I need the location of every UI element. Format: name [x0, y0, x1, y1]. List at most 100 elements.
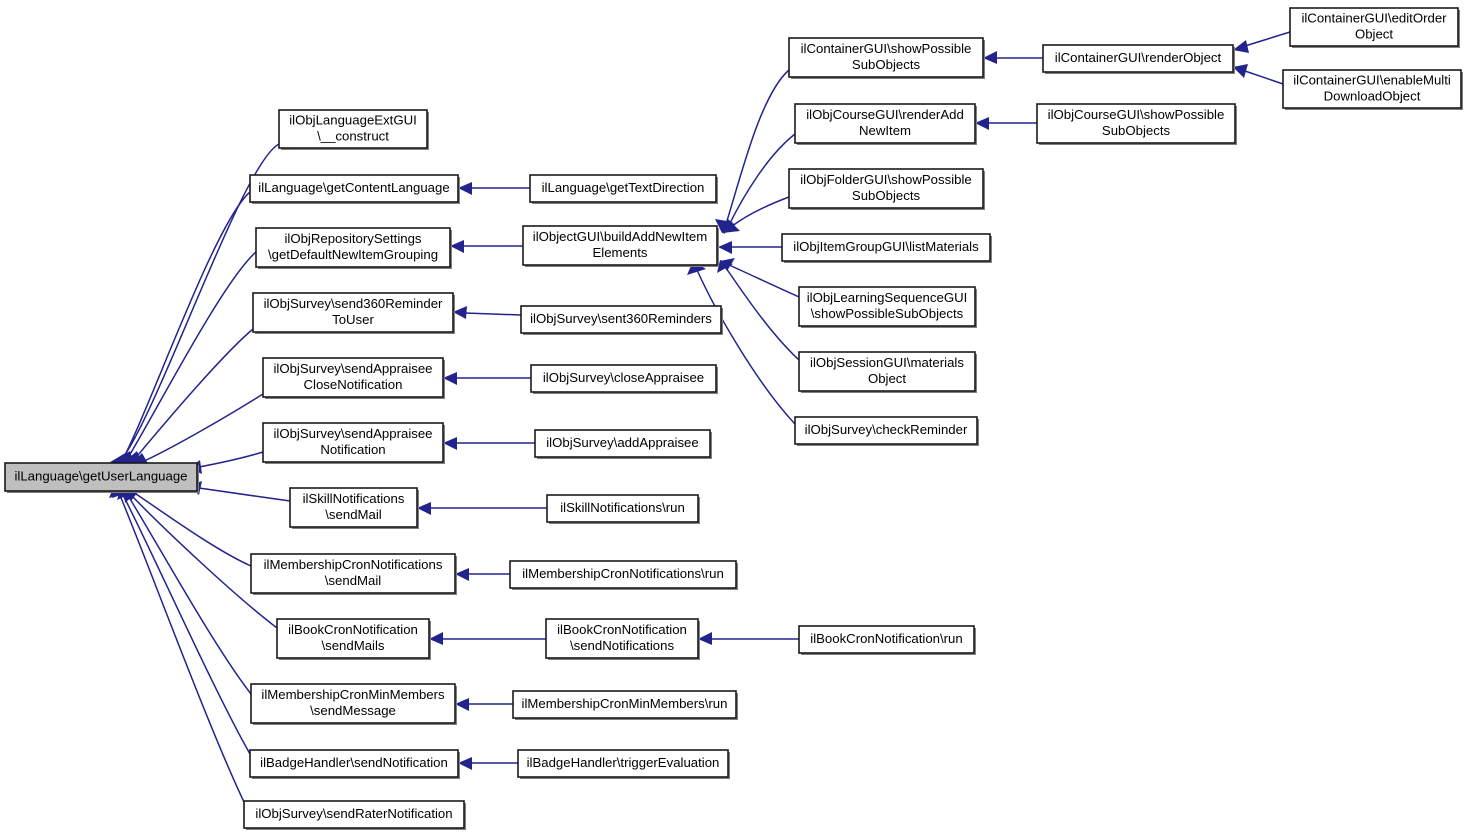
node-box[interactable]: [788, 168, 984, 209]
node-box[interactable]: [249, 174, 459, 203]
node-label: ilSkillNotifications\run: [560, 500, 685, 515]
arrow-head-icon: [1233, 64, 1248, 78]
edge-badgeTriggerEvaluation-to-badgeSendNotification: [458, 757, 518, 770]
node-label: ilObjectGUI\buildAddNewItem: [533, 229, 707, 244]
node-box[interactable]: [781, 233, 991, 262]
node-box[interactable]: [788, 37, 984, 78]
edge-closeAppraisee-to-sendAppraiseeCloseNotification: [443, 372, 531, 385]
node-membershipCronMinMembersSendMessage[interactable]: ilMembershipCronMinMembers\sendMessage: [250, 683, 457, 725]
node-box[interactable]: [798, 286, 976, 327]
node-membershipCronMinMembersRun[interactable]: ilMembershipCronMinMembers\run: [512, 690, 738, 720]
node-box[interactable]: [4, 462, 198, 492]
edge-getTextDirection-to-getContentLanguage: [458, 182, 530, 195]
edge-sendRaterNotification-to-getUserLanguage: [109, 486, 245, 803]
node-box[interactable]: [545, 618, 699, 659]
node-label: ilBookCronNotification: [288, 622, 418, 637]
node-box[interactable]: [1289, 7, 1459, 47]
node-box[interactable]: [276, 618, 430, 659]
node-containerShowPossibleSubObjects[interactable]: ilContainerGUI\showPossibleSubObjects: [788, 37, 985, 79]
node-getUserLanguage[interactable]: ilLanguage\getUserLanguage: [4, 462, 199, 493]
node-label: \showPossibleSubObjects: [811, 306, 964, 321]
edge-membershipCronMinMembersRun-to-membershipCronMinMembersSendMessage: [455, 698, 513, 711]
node-box[interactable]: [794, 103, 976, 144]
node-sendAppraiseeCloseNotification[interactable]: ilObjSurvey\sendAppraiseeCloseNotificati…: [262, 357, 445, 399]
node-box[interactable]: [262, 357, 444, 398]
node-box[interactable]: [1036, 103, 1236, 144]
node-label: ilContainerGUI\enableMulti: [1293, 72, 1451, 87]
node-surveyCheckReminder[interactable]: ilObjSurvey\checkReminder: [794, 416, 979, 446]
node-box[interactable]: [534, 429, 711, 458]
node-box[interactable]: [509, 560, 737, 589]
node-box[interactable]: [243, 800, 465, 829]
node-box[interactable]: [530, 364, 717, 393]
node-label: ilObjFolderGUI\showPossible: [800, 172, 972, 187]
node-label: ilMembershipCronMinMembers: [261, 687, 445, 702]
edges-layer: [109, 31, 1291, 803]
node-label: \sendMail: [325, 573, 382, 588]
node-label: ilObjCourseGUI\renderAdd: [806, 107, 964, 122]
node-box[interactable]: [250, 683, 456, 724]
node-label: ilContainerGUI\editOrder: [1301, 10, 1447, 25]
arrow-head-icon: [975, 117, 989, 130]
node-box[interactable]: [529, 174, 717, 203]
node-label: Notification: [320, 442, 385, 457]
arrow-head-icon: [458, 757, 472, 770]
arrow-head-icon: [455, 568, 469, 581]
node-box[interactable]: [255, 227, 451, 268]
node-label: ToUser: [332, 312, 374, 327]
node-box[interactable]: [522, 225, 718, 266]
node-box[interactable]: [1042, 44, 1234, 73]
node-box[interactable]: [512, 690, 737, 719]
node-folderShowPossibleSubObjects[interactable]: ilObjFolderGUI\showPossibleSubObjects: [788, 168, 985, 210]
node-learningSequenceShowPossibleSubObjects[interactable]: ilObjLearningSequenceGUI\showPossibleSub…: [798, 286, 977, 328]
node-box[interactable]: [252, 292, 454, 333]
arrow-head-icon: [455, 698, 469, 711]
node-getContentLanguage[interactable]: ilLanguage\getContentLanguage: [249, 174, 460, 204]
node-box[interactable]: [546, 494, 699, 523]
node-label: Object: [1355, 26, 1393, 41]
node-box[interactable]: [794, 416, 978, 445]
node-box[interactable]: [798, 625, 975, 654]
node-getDefaultNewItemGrouping[interactable]: ilObjRepositorySettings\getDefaultNewIte…: [255, 227, 452, 269]
node-badgeTriggerEvaluation[interactable]: ilBadgeHandler\triggerEvaluation: [517, 749, 730, 779]
node-langExtConstruct[interactable]: ilObjLanguageExtGUI\__construct: [278, 109, 429, 150]
node-box[interactable]: [278, 109, 428, 149]
node-box[interactable]: [249, 749, 459, 778]
node-getTextDirection[interactable]: ilLanguage\getTextDirection: [529, 174, 718, 204]
edge-courseRenderAddNewItem-to-buildAddNewItemElements: [718, 133, 796, 234]
edge-skillSendMail-to-getUserLanguage: [189, 481, 291, 502]
node-label: SubObjects: [852, 57, 921, 72]
node-badgeSendNotification[interactable]: ilBadgeHandler\sendNotification: [249, 749, 460, 779]
node-membershipCronNotificationsRun[interactable]: ilMembershipCronNotifications\run: [509, 560, 738, 590]
node-box[interactable]: [517, 749, 729, 778]
node-bookCronSendMails[interactable]: ilBookCronNotification\sendMails: [276, 618, 431, 660]
node-skillRun[interactable]: ilSkillNotifications\run: [546, 494, 700, 524]
node-closeAppraisee[interactable]: ilObjSurvey\closeAppraisee: [530, 364, 718, 394]
node-box[interactable]: [262, 422, 444, 463]
node-box[interactable]: [520, 305, 722, 334]
node-sent360Reminders[interactable]: ilObjSurvey\sent360Reminders: [520, 305, 723, 335]
node-membershipCronNotificationsSendMail[interactable]: ilMembershipCronNotifications\sendMail: [250, 553, 457, 595]
node-addAppraisee[interactable]: ilObjSurvey\addAppraisee: [534, 429, 712, 459]
node-bookCronSendNotifications[interactable]: ilBookCronNotification\sendNotifications: [545, 618, 700, 660]
node-box[interactable]: [289, 487, 418, 528]
node-label: Object: [868, 371, 906, 386]
node-sendRaterNotification[interactable]: ilObjSurvey\sendRaterNotification: [243, 800, 466, 830]
node-box[interactable]: [1282, 69, 1462, 109]
node-box[interactable]: [798, 351, 976, 392]
node-bookCronRun[interactable]: ilBookCronNotification\run: [798, 625, 976, 655]
node-box[interactable]: [250, 553, 456, 594]
node-courseShowPossibleSubObjects[interactable]: ilObjCourseGUI\showPossibleSubObjects: [1036, 103, 1237, 145]
node-itemGroupListMaterials[interactable]: ilObjItemGroupGUI\listMaterials: [781, 233, 992, 263]
edge-containerEditOrderObject-to-containerRenderObject: [1233, 31, 1291, 53]
node-containerRenderObject[interactable]: ilContainerGUI\renderObject: [1042, 44, 1235, 74]
node-skillSendMail[interactable]: ilSkillNotifications\sendMail: [289, 487, 419, 529]
